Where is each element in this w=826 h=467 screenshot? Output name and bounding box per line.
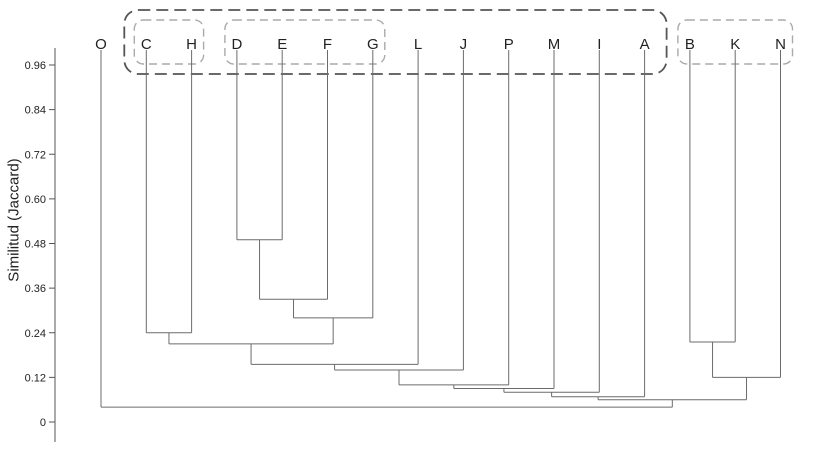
leaf-label: J <box>460 36 468 53</box>
leaf-label: I <box>597 36 601 53</box>
dendrogram-branches <box>100 50 781 408</box>
y-tick-label: 0 <box>40 417 46 429</box>
leaf-label: F <box>323 36 332 53</box>
group-box <box>123 9 668 75</box>
y-tick-label: 0.24 <box>25 328 46 340</box>
leaf-label: B <box>685 36 695 53</box>
leaf-label: N <box>775 36 786 53</box>
group-box <box>224 19 386 65</box>
y-tick-label: 0.60 <box>25 194 46 206</box>
y-tick-label: 0.84 <box>25 105 46 117</box>
y-tick-label: 0.48 <box>25 239 46 251</box>
leaf-label: D <box>231 36 242 53</box>
leaf-label: E <box>277 36 287 53</box>
leaf-label: M <box>548 36 561 53</box>
leaf-label: H <box>186 36 197 53</box>
leaf-label: O <box>95 36 107 53</box>
leaf-label: P <box>504 36 514 53</box>
leaf-label: C <box>141 36 152 53</box>
y-tick-label: 0.72 <box>25 149 46 161</box>
y-axis-label: Similitud (Jaccard) <box>5 158 23 282</box>
y-tick-label: 0.12 <box>25 372 46 384</box>
leaf-label: K <box>730 36 740 53</box>
y-axis: 0.96 0.84 0.72 0.60 0.48 0.36 0.24 0.12 0 <box>25 48 56 442</box>
leaf-label: G <box>367 36 379 53</box>
group-box <box>133 19 205 65</box>
y-tick-label: 0.96 <box>25 60 46 72</box>
y-tick-label: 0.36 <box>25 283 46 295</box>
leaf-label: A <box>640 36 650 53</box>
leaf-label: L <box>414 36 422 53</box>
